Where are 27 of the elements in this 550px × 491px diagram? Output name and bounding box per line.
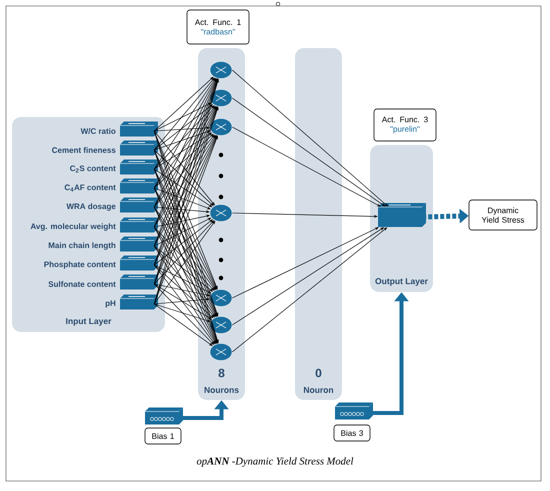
arrow [154,226,217,344]
bias-device-icon [334,402,373,420]
arrow [154,220,216,304]
caption: opANN -Dynamic Yield Stress Model [196,457,354,467]
arrow [232,126,381,207]
layer-label: 0 Nouron [304,368,334,393]
switch-icon [378,203,426,227]
arrow [154,105,214,170]
arrow [154,220,214,284]
arrow [154,106,216,188]
label-box: Bias 1 [144,428,182,444]
router-icon [210,61,232,79]
arrow [154,206,216,290]
bias-device-icon [144,408,183,424]
router-icon [210,316,232,334]
label-box: Bias 3 [334,424,370,442]
router-icon [210,289,232,307]
router-icon [210,89,232,107]
arrow [154,168,212,208]
arrow [232,70,388,207]
arrow [154,226,214,291]
label-box: Act. Func. 1 "radbasn" [186,10,250,44]
router-icon [210,343,232,361]
router-icon [210,118,232,136]
label-box: Dynamic Yield Stress [468,200,538,230]
router-icon [210,204,232,222]
label-box: Act. Func. 3 "purelin" [374,108,436,142]
